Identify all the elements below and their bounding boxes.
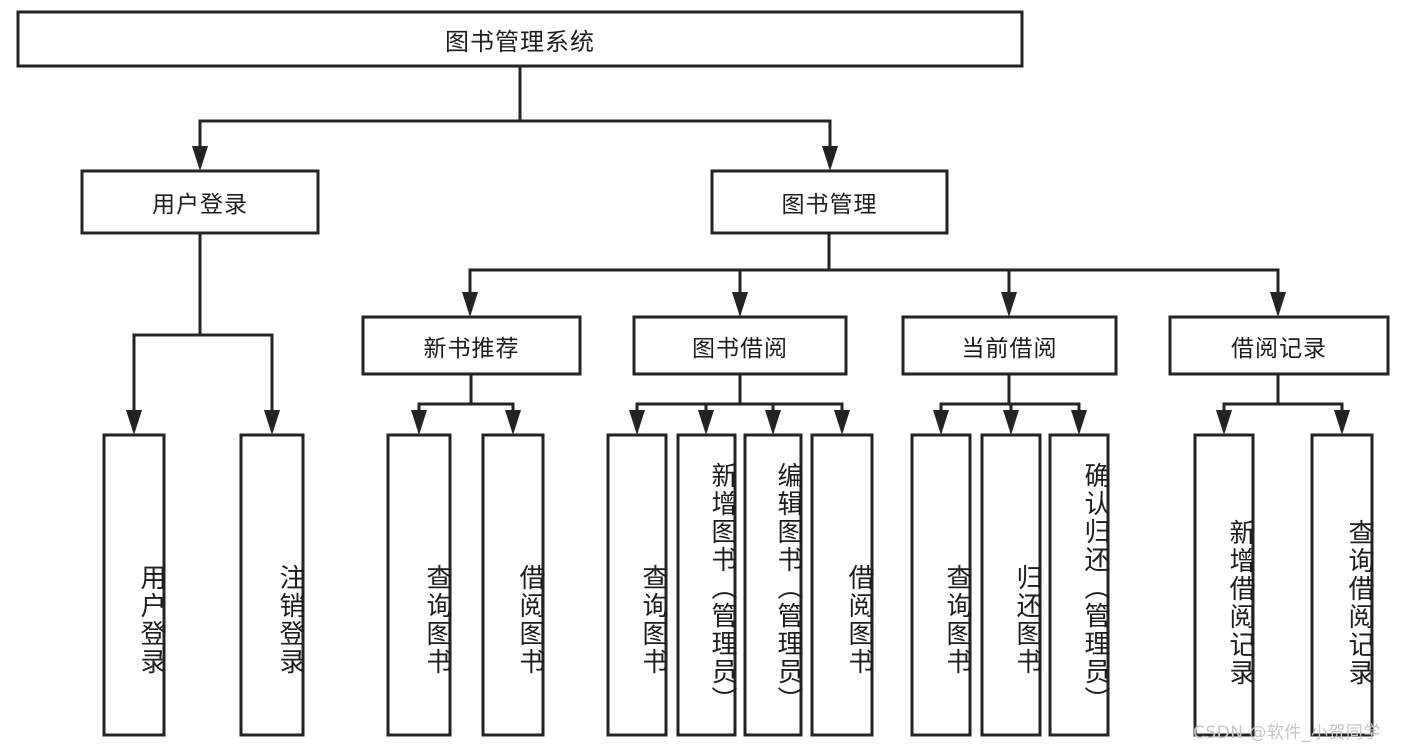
arrow-head-icon [1216,410,1232,435]
arrow-head-icon [411,410,427,435]
leaf-box-1[interactable] [239,433,305,737]
connector-newrec-to-leaves [411,372,521,435]
arrow-head-icon [1270,292,1286,317]
connector-bookmgmt-to-level3 [462,231,1286,317]
connector-userlogin-to-leaves [126,231,280,435]
leaf-box-9[interactable] [980,433,1042,737]
connector-current-to-leaves [933,372,1087,435]
arrow-head-icon [629,410,645,435]
leaf-box-0[interactable] [102,433,166,737]
leaf-box-7[interactable] [810,433,874,737]
node-box-borrow[interactable] [632,315,848,376]
arrow-head-icon [505,410,521,435]
arrow-head-icon [462,292,478,317]
arrow-head-icon [192,146,208,171]
arrow-head-icon [822,146,838,171]
leaf-box-11[interactable] [1193,433,1255,737]
leaf-box-8[interactable] [910,433,972,737]
leaf-box-10[interactable] [1048,433,1110,737]
arrow-head-icon [765,410,781,435]
leaf-box-6[interactable] [743,433,803,737]
arrow-head-icon [1334,410,1350,435]
arrow-head-icon [933,410,949,435]
node-box-user-login[interactable] [80,169,320,235]
node-box-root[interactable] [16,10,1024,68]
leaf-box-12[interactable] [1310,433,1374,737]
leaf-box-2[interactable] [386,433,452,737]
node-boxes [16,10,1390,737]
leaf-box-5[interactable] [676,433,737,737]
arrow-head-icon [264,410,280,435]
arrow-head-icon [1001,292,1017,317]
arrow-head-icon [732,292,748,317]
connector-records-to-leaves [1216,372,1350,435]
arrow-head-icon [1003,410,1019,435]
arrow-head-icon [126,410,142,435]
node-box-new-rec[interactable] [361,315,582,376]
node-box-records[interactable] [1168,315,1390,376]
connector-borrow-to-leaves [629,372,850,435]
arrow-head-icon [698,410,714,435]
node-box-current[interactable] [901,315,1118,376]
arrow-head-icon [834,410,850,435]
leaf-box-3[interactable] [481,433,545,737]
connector-root-to-level2 [192,64,838,171]
leaf-box-4[interactable] [606,433,668,737]
arrow-head-icon [1071,410,1087,435]
node-box-book-mgmt[interactable] [710,169,949,235]
